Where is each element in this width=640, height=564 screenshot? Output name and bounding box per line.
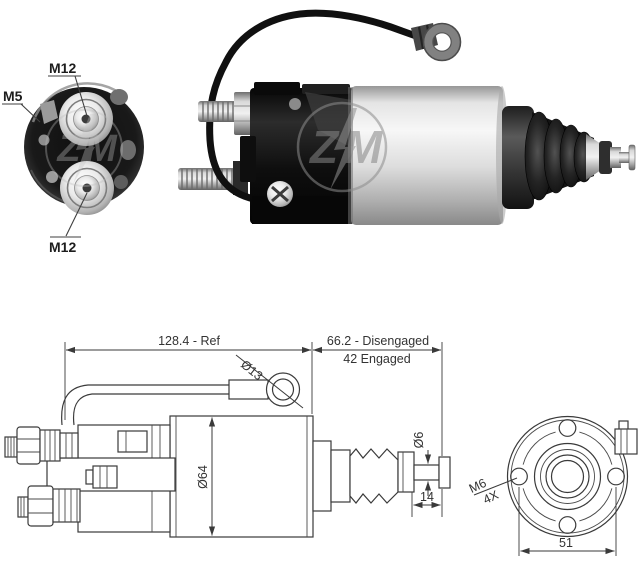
drawing-body xyxy=(169,415,314,538)
dim-mount-thread: M6 4X xyxy=(467,476,518,507)
dim-rod: Ø6 14 xyxy=(411,432,441,517)
watermark-letter-z: Z xyxy=(308,121,340,173)
ground-wire xyxy=(206,9,420,202)
dim-hole-spacing: 51 xyxy=(518,487,617,556)
end-view-callouts: M12 M5 M12 xyxy=(2,60,88,255)
dim-travel-engaged: 42 Engaged xyxy=(343,352,410,366)
drawing-end-outer xyxy=(506,415,629,538)
collar xyxy=(502,106,534,209)
drawing-side-view: 128.4 - Ref 66.2 - Disengaged 42 Engaged… xyxy=(4,334,451,538)
zm-watermark-small: Z M xyxy=(45,109,123,187)
mount-hole-top xyxy=(558,419,577,437)
plunger-rod xyxy=(586,134,636,180)
dim-thread-count: 4X xyxy=(481,488,501,507)
phillips-screw xyxy=(267,181,293,207)
mount-hole-bottom xyxy=(558,516,577,534)
callout-m5-side: M5 xyxy=(3,88,23,104)
dim-length: 128.4 - Ref 66.2 - Disengaged 42 Engaged xyxy=(64,334,443,517)
dim-travel-disengaged: 66.2 - Disengaged xyxy=(327,334,429,348)
terminal-stud-bottom xyxy=(60,161,114,215)
ring-terminal xyxy=(411,22,462,62)
dim-eyelet-diameter: Ø13 xyxy=(238,357,265,383)
drawing-terminal-small xyxy=(85,465,118,489)
dim-body: Ø64 xyxy=(196,417,216,536)
watermark-letter-m: M xyxy=(85,128,118,170)
end-cap-bracket xyxy=(40,100,58,124)
drawing-wire xyxy=(61,372,301,426)
drawing-terminal-tab xyxy=(614,420,638,455)
end-view-photo: Z M xyxy=(24,82,144,215)
drawing-terminal-bottom xyxy=(17,485,81,527)
solenoid-body xyxy=(351,86,503,225)
watermark-lightning-icon xyxy=(73,114,96,184)
watermark-lightning-icon xyxy=(330,108,357,190)
dim-length-ref: 128.4 - Ref xyxy=(158,334,220,348)
dim-rod-diameter: Ø6 xyxy=(412,432,426,449)
dim-thread-size: M6 xyxy=(467,476,489,496)
drawing-terminal-top xyxy=(4,426,79,465)
dim-hole-spacing-value: 51 xyxy=(559,536,573,550)
dim-body-diameter: Ø64 xyxy=(196,465,210,489)
mount-hole-left xyxy=(510,467,528,486)
drawing-center-bore xyxy=(550,459,585,494)
drawing-end-view: M6 4X 51 xyxy=(467,415,638,556)
bellows-boot xyxy=(524,111,595,201)
terminal-stud-top xyxy=(59,92,113,146)
drawing-bellows xyxy=(312,440,451,512)
watermark-letter-z: Z xyxy=(56,128,82,170)
side-view-photo: Z M xyxy=(178,9,636,225)
dim-rod-length: 14 xyxy=(420,490,434,504)
callout-m12-bottom: M12 xyxy=(49,239,76,255)
callout-m12-top: M12 xyxy=(49,60,76,76)
mount-hole-right xyxy=(607,467,625,486)
zm-watermark-main: Z M xyxy=(296,101,388,193)
